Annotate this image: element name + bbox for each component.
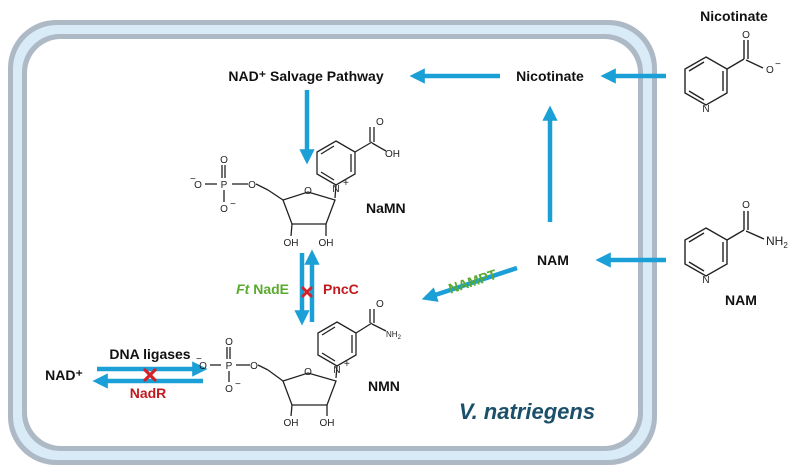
nam-structure	[684, 211, 765, 277]
naMN-structure	[205, 127, 387, 237]
naMN-label: NaMN	[366, 200, 406, 216]
nmn-label: NMN	[368, 378, 400, 394]
atom-o: O	[376, 299, 384, 310]
atom-oh: OH	[284, 418, 299, 429]
ft-nade-enzyme-label: Ft NadE	[236, 281, 289, 297]
atom-oh: OH	[319, 238, 334, 249]
atom-o: O	[250, 361, 258, 372]
nicotinate-outside-label: Nicotinate	[700, 8, 768, 24]
atom-o-minus: O	[220, 204, 228, 215]
nmn-structure	[210, 309, 387, 417]
nad-label: NAD⁺	[45, 367, 83, 383]
cell-membrane	[8, 20, 657, 465]
atom-nh2: NH2	[386, 330, 402, 341]
atom-p: P	[221, 180, 228, 191]
pathway-arrows	[92, 68, 666, 389]
atom-o: O	[742, 200, 750, 211]
atom-charge-plus: +	[343, 178, 349, 189]
atom-charge-minus: −	[230, 199, 236, 210]
atom-charge-minus: −	[235, 379, 241, 390]
atom-o-minus: O	[194, 180, 202, 191]
atom-charge-minus: −	[196, 354, 202, 365]
nicotinate-structure	[684, 40, 764, 106]
pncc-enzyme-label: PncC	[323, 281, 359, 297]
atom-o-minus: O	[225, 384, 233, 395]
atom-oh: OH	[284, 238, 299, 249]
atom-o: O	[376, 117, 384, 128]
atom-o: O	[225, 337, 233, 348]
nam-inside-label: NAM	[537, 252, 569, 268]
cross-pncc-icon	[301, 286, 313, 298]
atom-n: N	[702, 104, 709, 115]
nam-outside-label: NAM	[725, 292, 757, 308]
atom-n: N	[702, 275, 709, 286]
atom-n-plus: N	[332, 184, 339, 195]
arrow-nampt-nam-to-nmn	[421, 265, 518, 302]
atom-charge-minus: −	[775, 59, 781, 70]
atom-o: O	[304, 186, 312, 197]
nad-salvage-pathway-label: NAD⁺ Salvage Pathway	[228, 68, 383, 84]
atom-o-minus: O	[199, 361, 207, 372]
atom-oh: OH	[320, 418, 335, 429]
atom-oh: OH	[385, 149, 400, 160]
atom-p: P	[226, 361, 233, 372]
organism-label: V. natriegens	[459, 399, 595, 424]
atom-n-plus: N	[333, 365, 340, 376]
nicotinate-inside-label: Nicotinate	[516, 68, 584, 84]
atom-o-minus: O	[766, 65, 774, 76]
atom-charge-plus: +	[344, 359, 350, 370]
atom-o: O	[304, 367, 312, 378]
atom-nh2: NH2	[766, 234, 788, 250]
nadr-enzyme-label: NadR	[130, 385, 167, 401]
cross-nadr-icon	[143, 368, 157, 382]
atom-o: O	[220, 155, 228, 166]
atom-o: O	[248, 180, 256, 191]
dna-ligases-label: DNA ligases	[109, 346, 190, 362]
atom-o: O	[742, 30, 750, 41]
atom-charge-minus: −	[190, 174, 196, 185]
